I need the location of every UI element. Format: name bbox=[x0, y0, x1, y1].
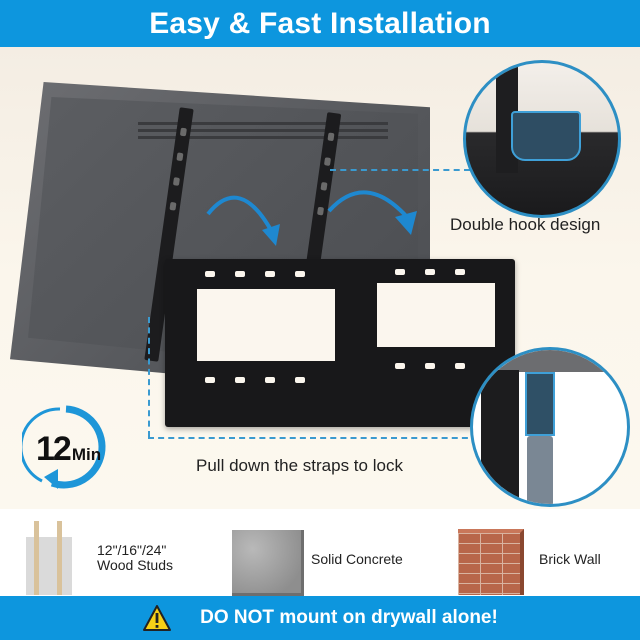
surface-label-brick: Brick Wall bbox=[539, 551, 601, 567]
strap-closeup-circle bbox=[470, 347, 630, 507]
timer-unit: Min bbox=[71, 445, 102, 464]
hook-icon bbox=[511, 111, 581, 161]
timer-value: 12 bbox=[36, 430, 72, 468]
title-banner: Easy & Fast Installation bbox=[0, 0, 640, 47]
strap-label: Pull down the straps to lock bbox=[196, 456, 403, 475]
hang-arrow-left-icon bbox=[206, 195, 280, 246]
installation-scene: Double hook design Pull down the straps … bbox=[0, 47, 640, 509]
warning-text: DO NOT mount on drywall alone! bbox=[200, 607, 498, 628]
hook-label: Double hook design bbox=[450, 215, 601, 234]
warning-triangle-icon bbox=[143, 605, 172, 631]
wood-studs-icon bbox=[26, 521, 74, 595]
compatible-surfaces: 12"/16"/24" Wood Studs Solid Concrete Br… bbox=[0, 509, 640, 596]
stopwatch-ring-icon bbox=[22, 405, 106, 489]
brick-wall-icon bbox=[458, 529, 524, 595]
page-title: Easy & Fast Installation bbox=[149, 6, 491, 40]
timer-badge: 12 Min bbox=[22, 403, 110, 491]
surface-wood-studs: 12"/16"/24" Wood Studs bbox=[0, 509, 210, 596]
hang-arrow-right-icon bbox=[327, 190, 417, 235]
connector-strap-v bbox=[148, 317, 150, 437]
connector-hook bbox=[330, 169, 470, 171]
surface-label-line2: Wood Studs bbox=[97, 557, 174, 574]
hook-closeup-circle bbox=[463, 60, 621, 218]
warning-banner: DO NOT mount on drywall alone! bbox=[0, 596, 640, 640]
concrete-block-icon bbox=[232, 530, 304, 596]
surface-label-line1: 12"/16"/24" bbox=[97, 542, 167, 558]
connector-strap bbox=[148, 437, 478, 439]
surface-label-concrete: Solid Concrete bbox=[311, 551, 403, 567]
wall-plate-illustration bbox=[165, 259, 515, 427]
strap-icon bbox=[525, 372, 555, 436]
